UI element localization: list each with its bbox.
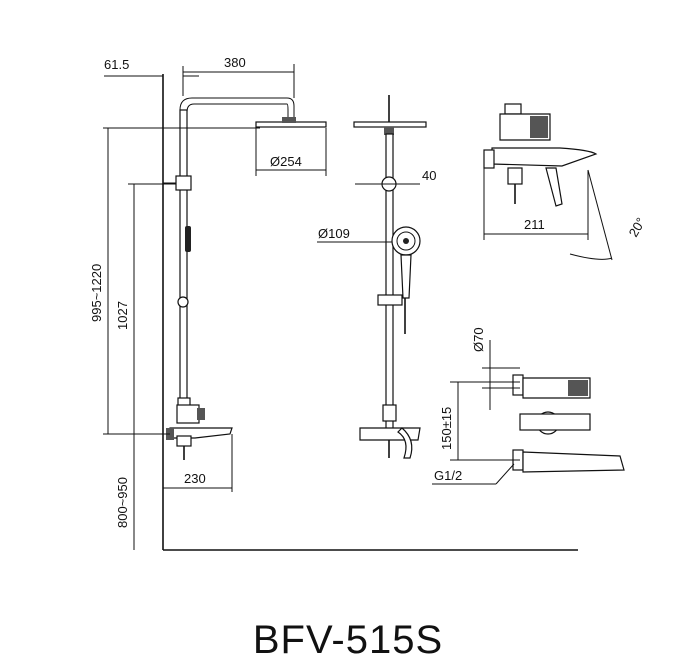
- dimension-lines: [103, 64, 613, 550]
- wall-floor-lines: [162, 74, 578, 551]
- label-riser-height: 1027: [115, 301, 130, 330]
- mixer-front-detail: [512, 374, 625, 473]
- label-head-diameter: Ø254: [270, 154, 302, 169]
- mixer-side-detail: [483, 103, 598, 207]
- label-hand-shower-diameter: Ø109: [318, 226, 350, 241]
- label-mixer-depth: 211: [524, 217, 545, 232]
- label-arm-offset: 61.5: [104, 57, 129, 72]
- label-arm-length: 380: [224, 55, 246, 70]
- label-inlet-center-distance: 150±15: [439, 407, 454, 450]
- label-spout-reach: 230: [184, 471, 206, 486]
- label-spout-angle: 20°: [626, 215, 649, 240]
- label-mixer-height-range: 800~950: [115, 477, 130, 528]
- model-title: BFV-515S: [252, 618, 444, 662]
- label-pipe-diameter: 40: [422, 168, 436, 183]
- label-inlet-thread: G1/2: [434, 468, 462, 483]
- side-view: [353, 95, 427, 459]
- label-connector-diameter: Ø70: [471, 327, 486, 352]
- front-view: [163, 97, 327, 460]
- label-total-height-range: 995~1220: [89, 264, 104, 322]
